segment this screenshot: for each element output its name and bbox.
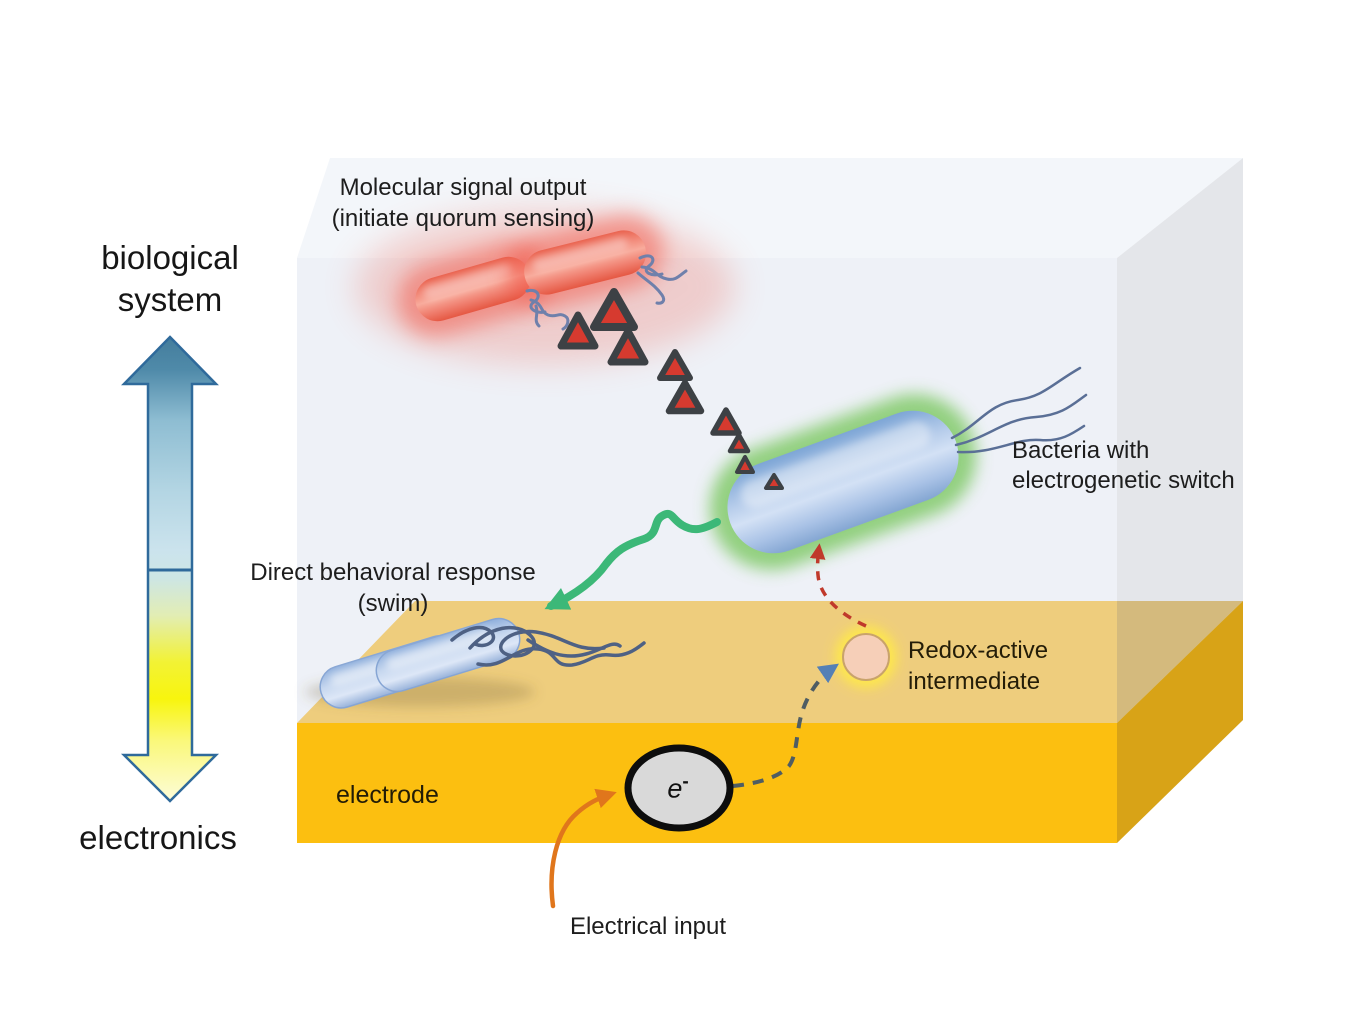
electrical-input-arrow: [549, 788, 617, 909]
behavioral-response-line1: Direct behavioral response: [250, 559, 536, 586]
redox-label-line2: intermediate: [908, 668, 1041, 695]
behavioral-response-line2: (swim): [357, 590, 429, 617]
molecular-signal-label: Molecular signal output (initiate quorum…: [332, 172, 595, 234]
molecular-signal-line1: Molecular signal output: [339, 174, 587, 201]
molecular-signal-line2: (initiate quorum sensing): [331, 205, 595, 232]
electron-circle: [624, 744, 734, 832]
swimming-flagella-tangle: [450, 625, 646, 667]
electron-label: e-: [667, 771, 689, 805]
bacteria-switch-label: Bacteria with electrogenetic switch: [1012, 436, 1235, 496]
electrical-input-label: Electrical input: [569, 913, 727, 940]
red-signal-bacteria: [355, 209, 735, 365]
switch-bacterium-flagella: [950, 366, 1088, 454]
axis-label-biological-system: biological system: [101, 237, 239, 321]
axis-label-line2: system: [117, 281, 223, 318]
behavior-arrow: [544, 509, 721, 610]
swimming-bacteria: [305, 617, 646, 709]
redox-intermediate: [835, 626, 897, 688]
behavioral-response-label: Direct behavioral response (swim): [250, 557, 535, 619]
electron-charge: -: [682, 771, 689, 793]
redox-label: Redox-active intermediate: [908, 635, 1048, 697]
electrode-label: electrode: [336, 781, 439, 809]
red-bacteria-flagella: [525, 254, 688, 331]
electron-symbol: e: [667, 773, 683, 804]
signal-molecule-triangles: [557, 288, 784, 490]
redox-label-line1: Redox-active: [908, 637, 1049, 664]
switch-bacterium: [709, 366, 1088, 570]
bacteria-switch-line1: Bacteria with: [1012, 437, 1150, 464]
axis-label-electronics: electronics: [79, 819, 237, 856]
axis-label-line1: biological: [101, 239, 239, 276]
redox-signal-dashed-arrow: [809, 543, 867, 628]
electron-transfer-dashed-line: [732, 663, 839, 788]
bio-electronics-axis-arrow: [120, 335, 220, 803]
bacteria-switch-line2: electrogenetic switch: [1012, 467, 1235, 494]
